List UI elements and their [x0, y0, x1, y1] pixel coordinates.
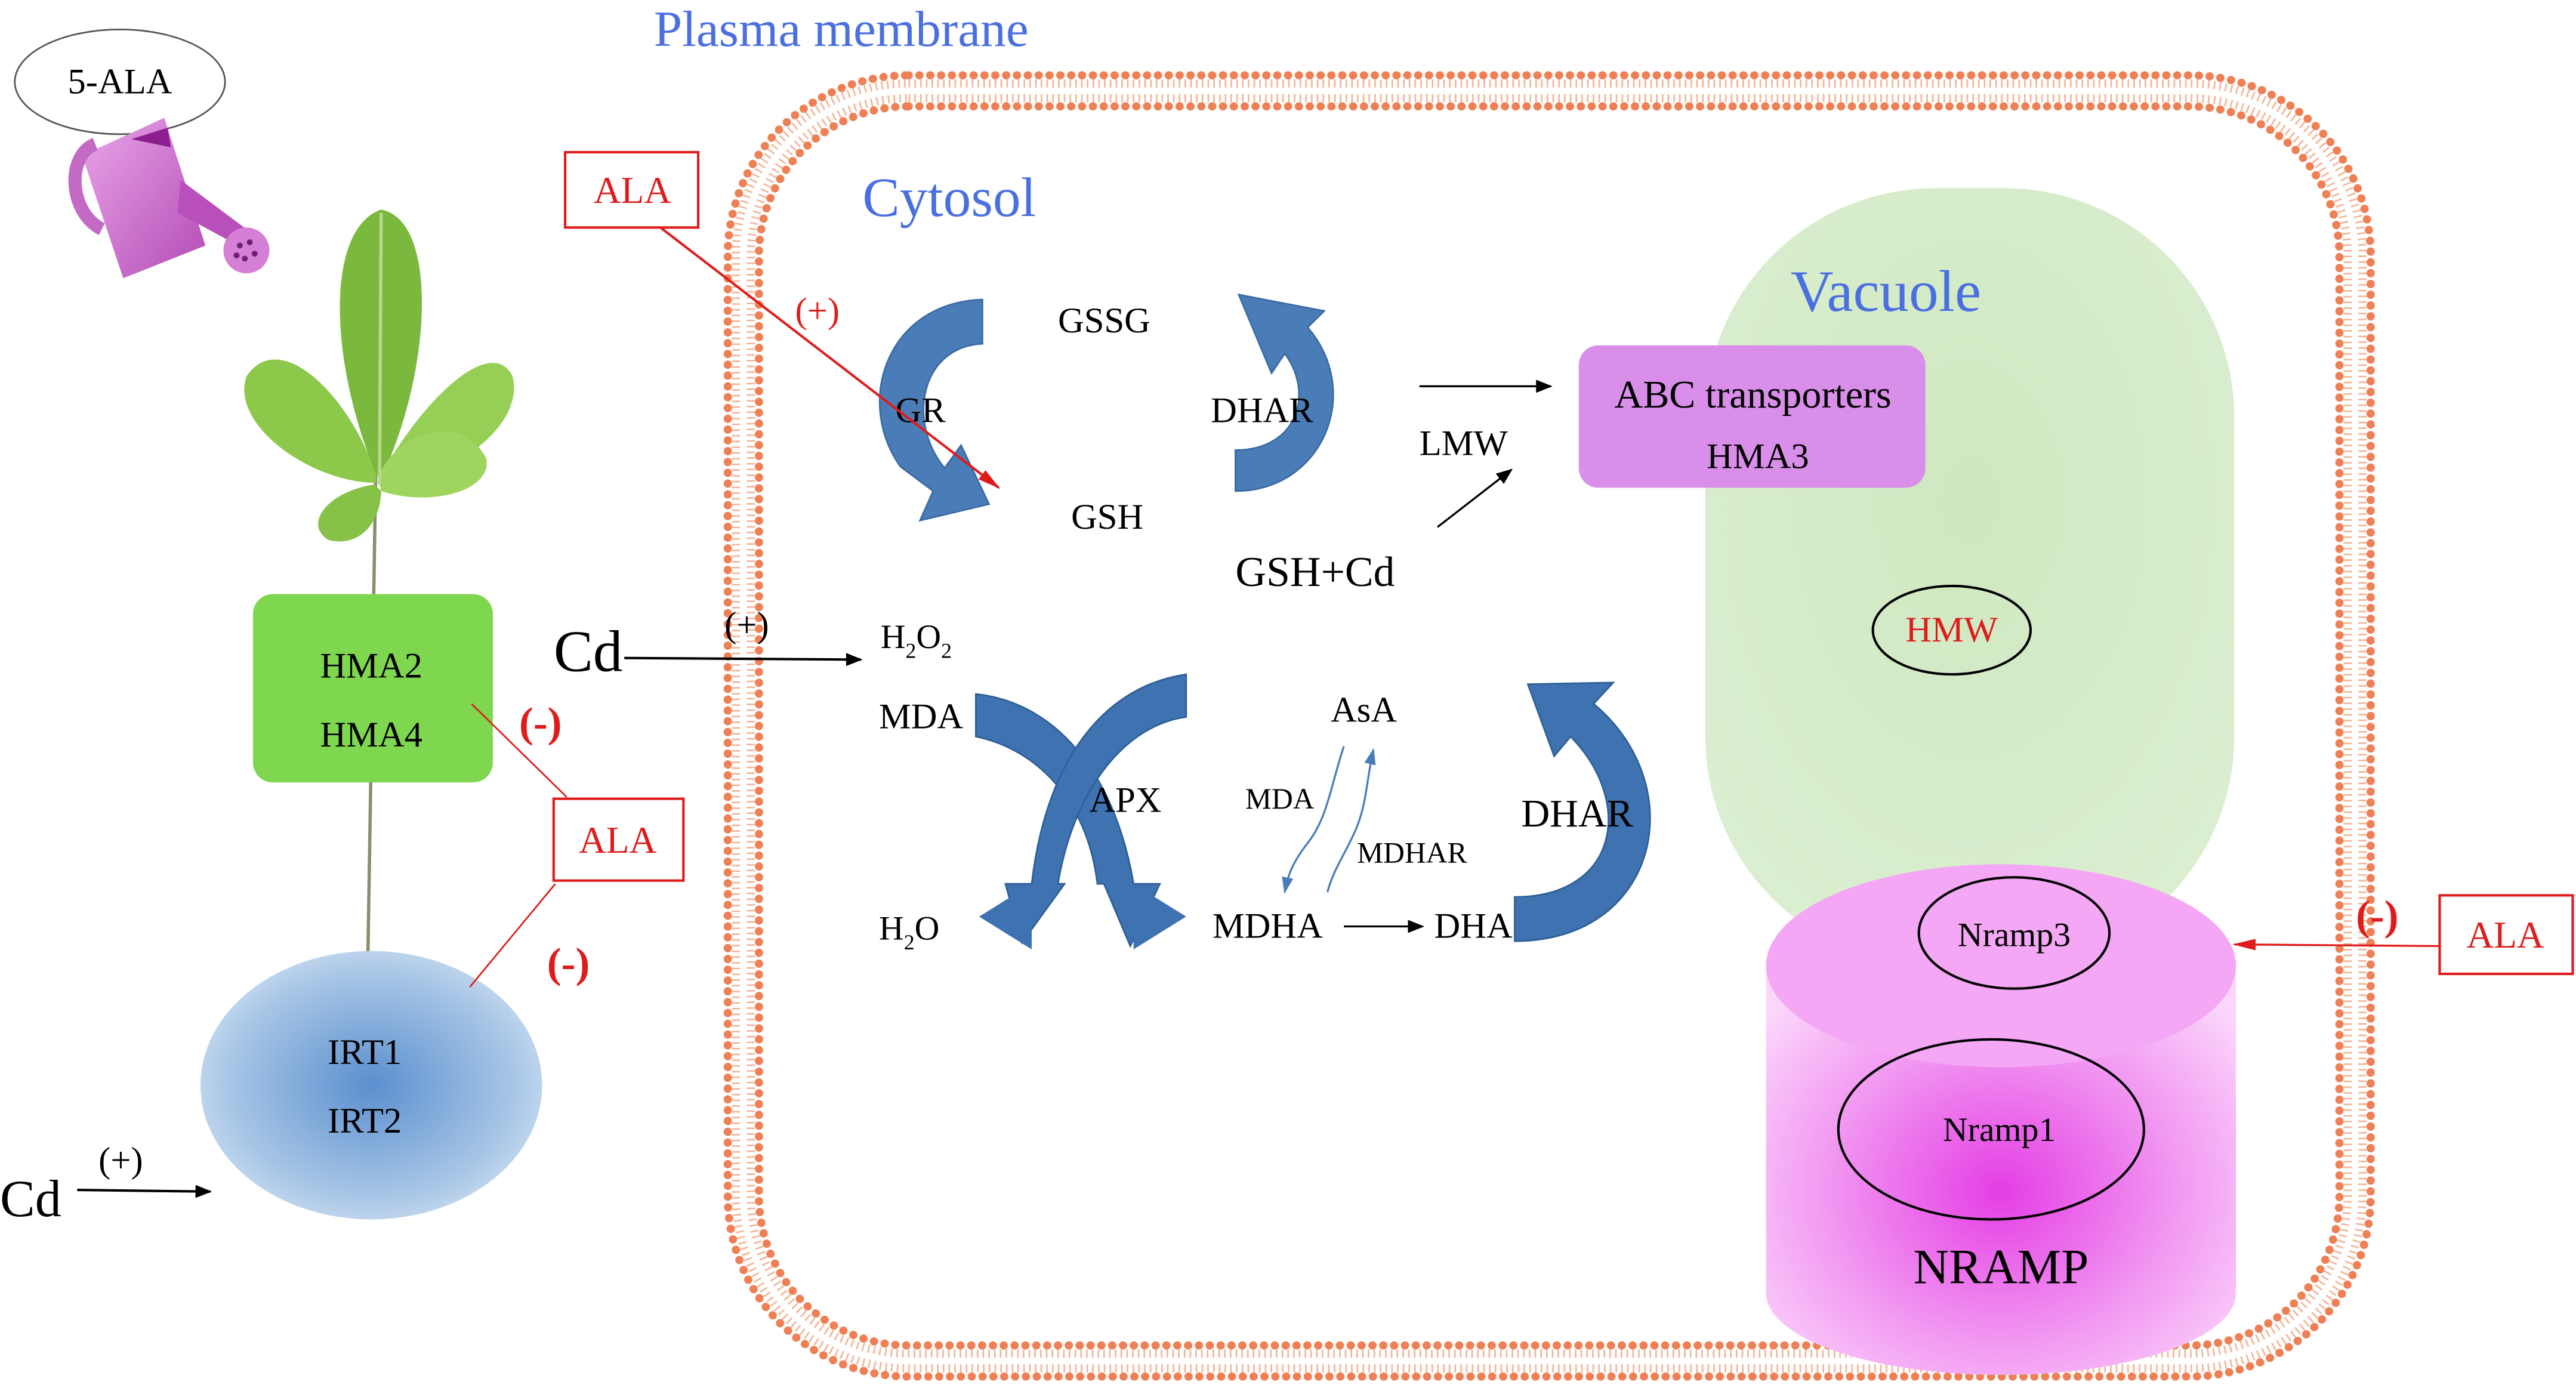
ala-label-right: ALA: [2467, 914, 2544, 956]
five-ala-label: 5-ALA: [68, 61, 172, 101]
ala-box-right: [2438, 894, 2574, 976]
gssg-label: GSSG: [1058, 301, 1150, 341]
hma4-label: HMA4: [320, 715, 422, 755]
asa-to-mdha-arrow: [1282, 746, 1345, 894]
abc-transporters-label: ABC transporters: [1615, 373, 1892, 417]
ala-box-left: [552, 797, 685, 882]
gsh-label: GSH: [1071, 497, 1143, 537]
dhar-ascorbate-arrow: [1514, 681, 1651, 942]
h2o2-label: H2O2: [881, 618, 952, 662]
inhibit-sign-irt: (-): [547, 940, 590, 987]
dhar-gsh-label: DHAR: [1211, 391, 1313, 431]
ala-activation-arrow: [659, 226, 1001, 489]
nramp1-oval: [1837, 1038, 2145, 1221]
gsh-cd-label: GSH+Cd: [1235, 548, 1395, 596]
nramp1-label: Nramp1: [1943, 1111, 2056, 1149]
dha-label: DHA: [1434, 906, 1513, 946]
nramp-label: NRAMP: [1914, 1240, 2089, 1294]
irt-transporter: [200, 951, 542, 1220]
mdhar-label: MDHAR: [1357, 837, 1467, 869]
apx-arrow-head-left: [979, 884, 1032, 949]
vacuole-label: Vacuole: [1791, 259, 1981, 324]
activation-sign-root: (+): [98, 1140, 143, 1180]
activation-sign-top: (+): [795, 291, 840, 331]
watering-can-icon: [14, 29, 270, 279]
hma2-label: HMA2: [320, 646, 422, 686]
activation-sign-cd: (+): [724, 605, 769, 645]
inhibit-sign-nramp: (-): [2356, 892, 2399, 939]
asa-label: AsA: [1331, 690, 1397, 730]
cd-to-irt-arrow: [77, 1185, 212, 1198]
irt1-label: IRT1: [328, 1032, 402, 1072]
ala-label-left: ALA: [579, 819, 656, 861]
irt2-label: IRT2: [328, 1101, 402, 1141]
dhar-ascorbate-label: DHAR: [1521, 792, 1633, 835]
mda-small-label: MDA: [1245, 782, 1315, 815]
ala-inhibit-hma-line: [471, 703, 567, 798]
mdha-to-asa-arrow: [1326, 748, 1376, 893]
ala-box-top: [564, 151, 700, 229]
abc-transporters-box: [1578, 345, 1926, 488]
plasma-membrane: [723, 71, 2375, 1381]
arrow-gsh-cd-to-abc: [1437, 468, 1513, 528]
nramp3-label: Nramp3: [1958, 917, 2071, 954]
ala-inhibit-nramp-arrow: [2232, 939, 2440, 951]
gr-label: GR: [895, 391, 946, 431]
lmw-label: LMW: [1420, 424, 1508, 464]
plant-icon: [244, 209, 514, 1154]
hma3-label: HMA3: [1707, 437, 1809, 477]
glutathione-cycle-arrows: [879, 293, 1334, 522]
cd-root-label: Cd: [0, 1170, 61, 1228]
nramp-transporter: [1766, 864, 2236, 1375]
ala-inhibit-irt-line: [469, 883, 556, 988]
apx-arrow-head-right: [1133, 884, 1186, 949]
ala-label-top: ALA: [594, 169, 671, 211]
hmw-oval: [1871, 584, 2032, 676]
cd-to-h2o2-arrow: [624, 653, 863, 667]
h2o-label: H2O: [879, 910, 939, 954]
mda-left-label: MDA: [879, 697, 964, 737]
cd-cytosol-label: Cd: [554, 619, 623, 684]
cytosol-label: Cytosol: [862, 167, 1036, 229]
apx-label: APX: [1089, 781, 1161, 821]
plasma-membrane-label: Plasma membrane: [654, 1, 1029, 57]
hma-box: [252, 594, 493, 783]
mdha-label: MDHA: [1213, 906, 1323, 946]
nramp3-oval: [1917, 876, 2111, 990]
inhibit-sign-hma: (-): [519, 699, 562, 746]
hmw-label: HMW: [1905, 610, 1998, 650]
